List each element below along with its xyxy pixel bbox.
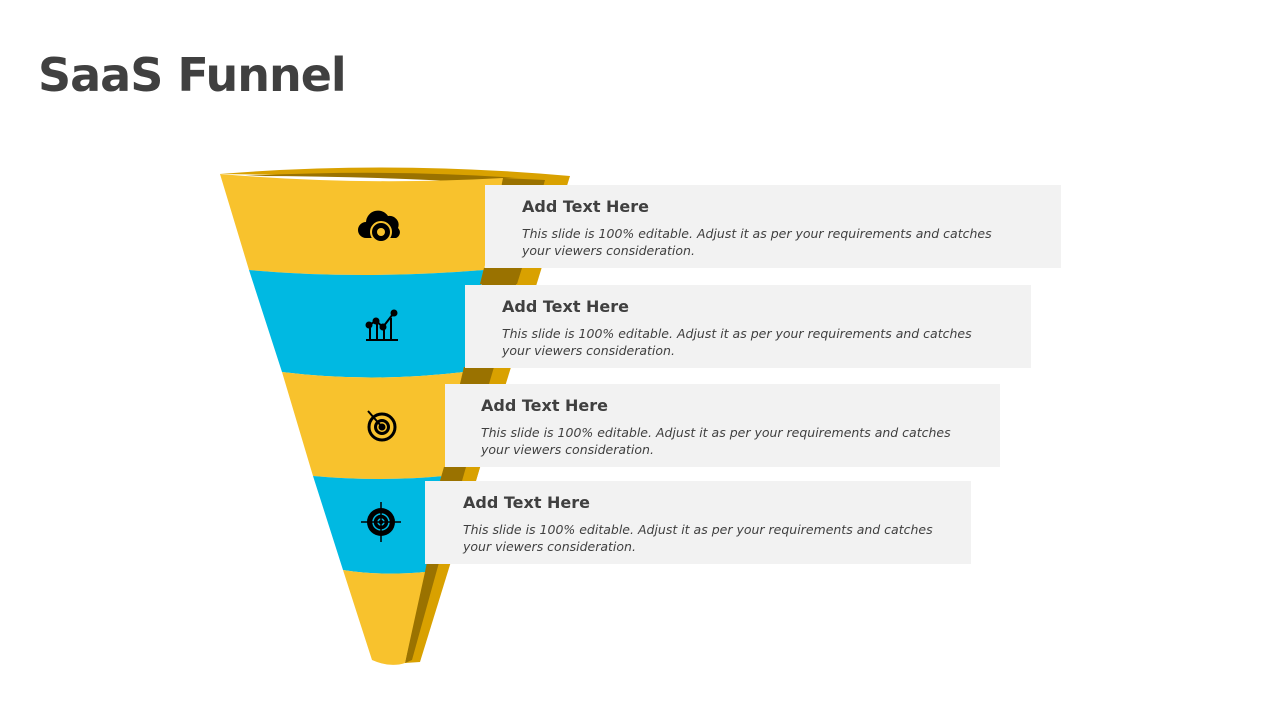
page-title: SaaS Funnel bbox=[38, 48, 347, 102]
stage-heading: Add Text Here bbox=[481, 396, 609, 415]
target-arrow-icon bbox=[367, 410, 397, 442]
connector-strip bbox=[440, 467, 466, 481]
stage-description: This slide is 100% editable. Adjust it a… bbox=[502, 326, 972, 358]
stage-box-3: Add Text Here This slide is 100% editabl… bbox=[445, 384, 1000, 467]
stage-description: This slide is 100% editable. Adjust it a… bbox=[463, 522, 933, 554]
connector-strip bbox=[460, 367, 494, 384]
stage-heading: Add Text Here bbox=[502, 297, 630, 316]
stage-box-2: Add Text Here This slide is 100% editabl… bbox=[465, 285, 1031, 368]
funnel-band-3 bbox=[282, 372, 464, 479]
connector-strip bbox=[480, 268, 522, 284]
stage-heading: Add Text Here bbox=[522, 197, 650, 216]
cloud-gear-icon bbox=[358, 210, 400, 243]
funnel-band-5 bbox=[343, 570, 425, 665]
stage-heading: Add Text Here bbox=[463, 493, 591, 512]
stage-box-4: Add Text Here This slide is 100% editabl… bbox=[425, 481, 971, 564]
stage-description: This slide is 100% editable. Adjust it a… bbox=[522, 226, 992, 258]
crosshair-icon bbox=[361, 502, 401, 542]
stage-description: This slide is 100% editable. Adjust it a… bbox=[481, 425, 951, 457]
growth-chart-icon bbox=[365, 309, 398, 341]
funnel-rim bbox=[220, 167, 570, 190]
stage-box-1: Add Text Here This slide is 100% editabl… bbox=[485, 185, 1061, 268]
